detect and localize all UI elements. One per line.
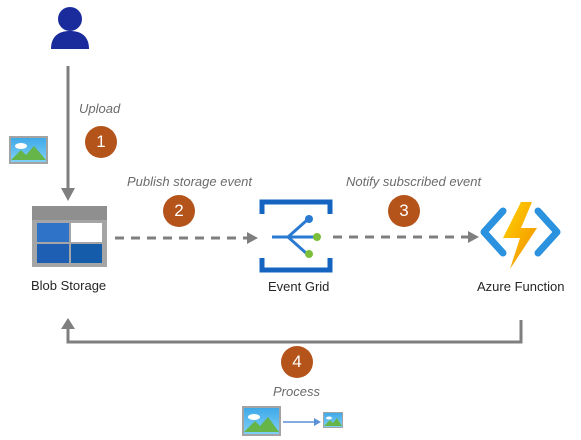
blob-storage-label: Blob Storage <box>31 278 107 293</box>
blob-storage-icon <box>32 206 107 267</box>
upload-label: Upload <box>79 101 121 116</box>
step-3-badge: 3 <box>388 195 420 227</box>
publish-connector <box>115 232 258 244</box>
event-grid-icon <box>259 199 333 273</box>
resize-arrow <box>283 418 321 426</box>
thumbnail-icon <box>323 412 343 428</box>
process-label: Process <box>273 384 320 399</box>
source-image-icon <box>242 406 281 436</box>
publish-label: Publish storage event <box>127 174 253 189</box>
notify-label: Notify subscribed event <box>346 174 482 189</box>
image-icon <box>9 136 48 164</box>
notify-connector <box>333 231 479 243</box>
process-connector <box>61 318 523 344</box>
step-2-badge: 2 <box>163 195 195 227</box>
azure-function-icon <box>480 202 561 269</box>
upload-connector <box>61 66 75 201</box>
step-4-badge: 4 <box>281 346 313 378</box>
azure-function-label: Azure Function <box>477 279 565 294</box>
user-icon <box>51 7 89 49</box>
step-1-badge: 1 <box>85 126 117 158</box>
event-grid-label: Event Grid <box>268 279 330 294</box>
